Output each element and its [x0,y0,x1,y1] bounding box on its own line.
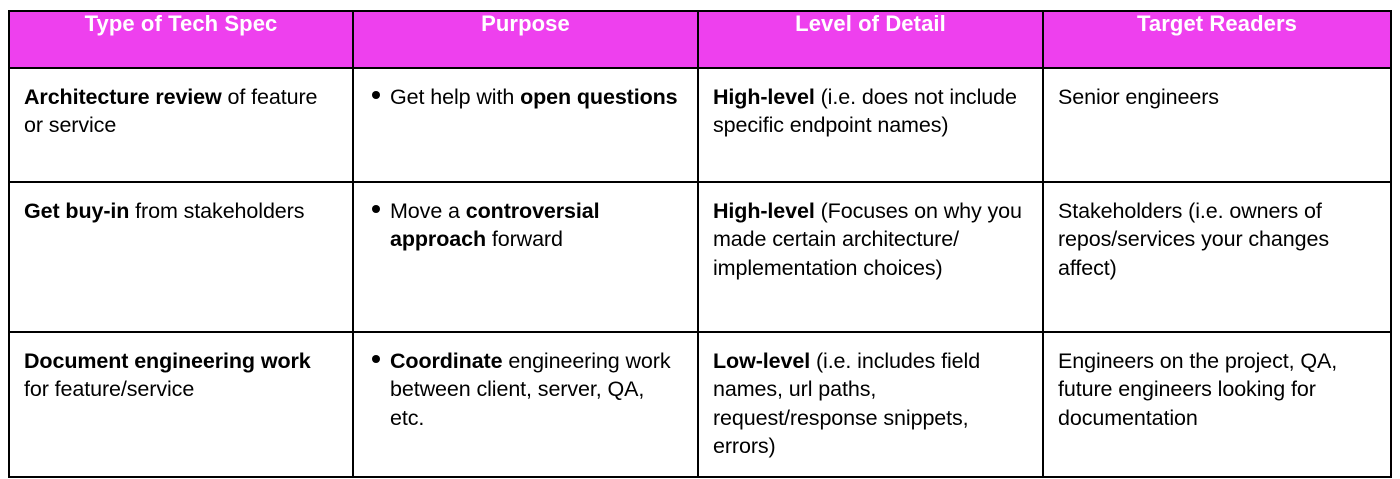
tech-spec-comparison-table: Type of Tech Spec Purpose Level of Detai… [8,10,1392,478]
cell-content: Get help with open questions [354,69,697,121]
tech-spec-table-container: Type of Tech Spec Purpose Level of Detai… [8,10,1392,478]
bullet-icon [372,355,380,363]
table-header: Type of Tech Spec Purpose Level of Detai… [8,10,1392,69]
cell-type-of-tech-spec: Get buy-in from stakeholders [8,181,354,333]
cell-type-of-tech-spec: Document engineering work for feature/se… [8,331,354,478]
cell-level-of-detail: Low-level (i.e. includes field names, ur… [697,331,1044,478]
bullet-icon [372,205,380,213]
target-readers-text: Stakeholders (i.e. owners of repos/servi… [1058,199,1329,280]
level-of-detail-text: High-level (i.e. does not include specif… [713,85,1017,138]
table-body: Architecture review of feature or servic… [8,67,1392,478]
column-header-type-of-tech-spec: Type of Tech Spec [8,10,354,69]
purpose-text: Get help with open questions [390,85,678,109]
cell-content: High-level (i.e. does not include specif… [699,69,1042,150]
purpose-text: Move a controversial approach forward [390,199,600,252]
cell-content: Move a controversial approach forward [354,183,697,264]
column-header-label: Level of Detail [795,11,946,36]
cell-content: Senior engineers [1044,69,1390,121]
purpose-text: Coordinate engineering work between clie… [390,349,671,430]
cell-content: Document engineering work for feature/se… [10,333,352,414]
column-header-label: Target Readers [1137,11,1297,36]
cell-content: Get buy-in from stakeholders [10,183,352,235]
table-row: Get buy-in from stakeholders Move a cont… [8,181,1392,333]
level-of-detail-text: Low-level (i.e. includes field names, ur… [713,349,981,459]
cell-level-of-detail: High-level (i.e. does not include specif… [697,67,1044,183]
cell-content: Stakeholders (i.e. owners of repos/servi… [1044,183,1390,292]
spec-type-text: Get buy-in from stakeholders [24,199,305,223]
target-readers-text: Senior engineers [1058,85,1219,109]
cell-content: Coordinate engineering work between clie… [354,333,697,442]
cell-level-of-detail: High-level (Focuses on why you made cert… [697,181,1044,333]
column-header-label: Type of Tech Spec [84,11,278,36]
cell-content: Engineers on the project, QA, future eng… [1044,333,1390,442]
spec-type-text: Document engineering work for feature/se… [24,349,311,402]
cell-target-readers: Engineers on the project, QA, future eng… [1042,331,1392,478]
spec-type-text: Architecture review of feature or servic… [24,85,318,138]
table-row: Document engineering work for feature/se… [8,331,1392,478]
cell-content: Architecture review of feature or servic… [10,69,352,150]
column-header-label: Purpose [481,11,570,36]
cell-target-readers: Stakeholders (i.e. owners of repos/servi… [1042,181,1392,333]
level-of-detail-text: High-level (Focuses on why you made cert… [713,199,1022,280]
bullet-icon [372,91,380,99]
target-readers-text: Engineers on the project, QA, future eng… [1058,349,1338,430]
table-header-row: Type of Tech Spec Purpose Level of Detai… [8,10,1392,69]
cell-target-readers: Senior engineers [1042,67,1392,183]
cell-content: Low-level (i.e. includes field names, ur… [699,333,1042,471]
column-header-purpose: Purpose [352,10,699,69]
cell-content: High-level (Focuses on why you made cert… [699,183,1042,292]
cell-purpose: Move a controversial approach forward [352,181,699,333]
table-row: Architecture review of feature or servic… [8,67,1392,183]
cell-purpose: Get help with open questions [352,67,699,183]
column-header-level-of-detail: Level of Detail [697,10,1044,69]
column-header-target-readers: Target Readers [1042,10,1392,69]
cell-type-of-tech-spec: Architecture review of feature or servic… [8,67,354,183]
cell-purpose: Coordinate engineering work between clie… [352,331,699,478]
